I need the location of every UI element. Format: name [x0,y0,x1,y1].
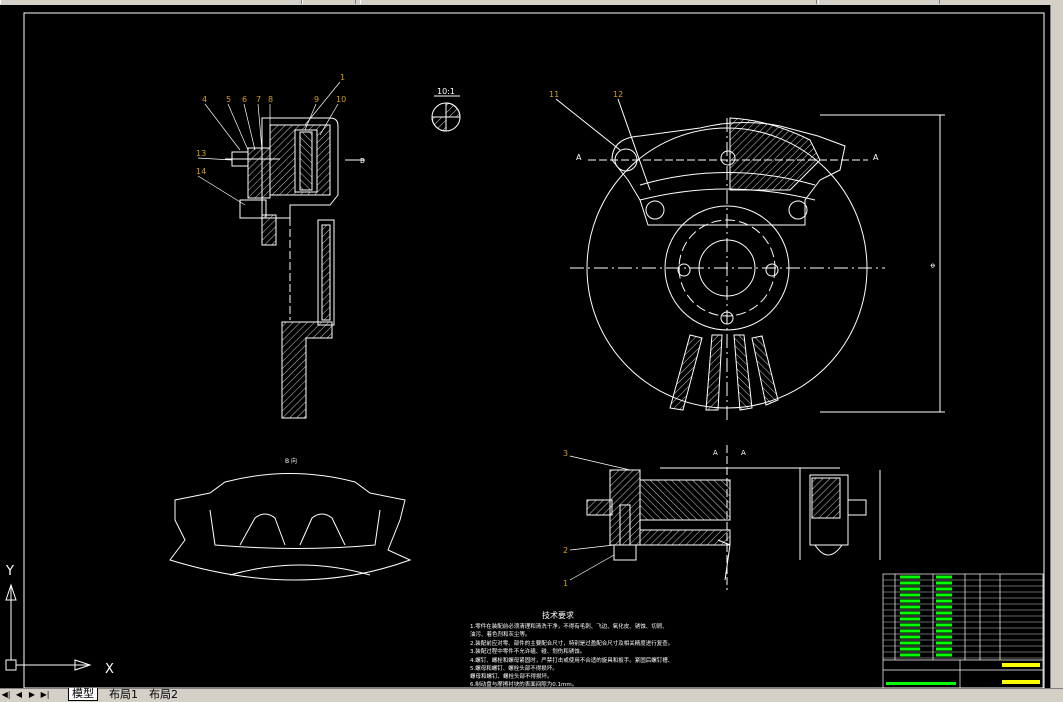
callout-1-bottom: 1 [563,579,568,588]
cad-drawing: B 4 5 6 7 8 9 10 1 13 14 10:1 [5,12,1045,688]
tech-req-title: 技术要求 [542,610,574,620]
parts-row-name [936,635,952,639]
parts-row-code [900,593,920,597]
tech-req-line: 4.螺钉、螺栓和螺母紧固时，严禁打击或使用不合适的旋具和扳手。紧固后螺钉槽、 [470,656,673,664]
vertical-scrollbar[interactable] [1050,5,1063,688]
left-callouts [197,81,341,206]
section-a-markers: A A [576,153,879,162]
callout-1-top: 1 [340,73,345,82]
callout-11: 11 [549,90,559,99]
tech-req-line: 油污、着色剂和灰尘等。 [470,630,531,638]
tech-req-line: 3.装配过程中零件不允许磕、碰、划伤和锈蚀。 [470,647,585,655]
toolbar-segment[interactable] [0,0,302,4]
tech-req-line: 螺母和螺钉、螺栓头部不得损坏。 [470,672,553,680]
parts-row-name [936,575,952,579]
parts-row-name [936,647,952,651]
ucs-x-label: X [105,662,114,677]
parts-row-code [900,653,920,657]
parts-list-rows [883,575,1043,659]
section-a-right: A [873,153,879,162]
right-callout-labels: 11 12 [549,90,623,99]
parts-row-name [936,593,952,597]
tech-req-line: 5.螺母和螺钉、螺栓头部不得损坏。 [470,664,558,672]
parts-row-name [936,581,952,585]
tab-layout-1[interactable]: 布局1 [109,688,138,701]
last-tab-button[interactable]: ▶| [40,690,50,699]
tab-layout-2[interactable]: 布局2 [149,688,178,701]
parts-row-code [900,605,920,609]
dimension-diameter: Φ [930,263,937,268]
callout-12: 12 [613,90,623,99]
parts-row-code [900,623,920,627]
technical-requirements: 技术要求 1.零件在装配前必须清理和清洗干净，不得有毛刺、飞边、氧化皮、锈蚀、切… [470,610,673,688]
parts-row-name [936,641,952,645]
callout-13: 13 [196,149,206,158]
toolbar-segment[interactable] [360,0,817,4]
parts-row-code [900,599,920,603]
detail-scale-circle [431,95,461,132]
title-block-marks [886,663,1040,685]
drawing-border [23,12,1045,688]
bottom-callout-labels: 3 2 1 [563,449,568,588]
parts-row-name [936,605,952,609]
callout-4: 4 [202,95,207,104]
parts-row-name [936,653,952,657]
scale-label: 10:1 [437,87,455,96]
tech-req-line: 1.零件在装配前必须清理和清洗干净，不得有毛刺、飞边、氧化皮、锈蚀、切屑、 [470,622,668,630]
view-b-title: B 向 [285,457,297,465]
parts-row-code [900,587,920,591]
bottom-callouts [569,455,631,581]
toolbar-segment[interactable] [302,0,356,4]
b-view-pad [169,473,412,581]
parts-list-title-block [882,573,1044,688]
ucs-y-label: Y [5,564,14,579]
parts-row-name [936,617,952,621]
section-aa-view: A A [586,445,881,590]
first-tab-button[interactable]: ◀| [1,690,11,699]
parts-row-code [900,641,920,645]
parts-row-code [900,581,920,585]
tab-model[interactable]: 模型 [68,688,98,701]
callout-7: 7 [256,95,261,104]
callout-3: 3 [563,449,568,458]
next-tab-button[interactable]: ▶ [28,690,36,699]
parts-row-code [900,575,920,579]
callout-2: 2 [563,546,568,555]
callout-5: 5 [226,95,231,104]
parts-row-code [900,635,920,639]
toolbar-segment[interactable] [818,0,940,4]
callout-6: 6 [242,95,247,104]
layout-tab-bar: ◀| ◀ ▶ ▶| 模型 布局1 布局2 [0,688,1063,702]
parts-row-code [900,611,920,615]
parts-row-name [936,611,952,615]
callout-14: 14 [196,167,206,176]
drawing-canvas[interactable]: B 4 5 6 7 8 9 10 1 13 14 10:1 [0,5,1050,688]
callout-10: 10 [336,95,346,104]
svg-text:A: A [741,449,746,457]
tech-req-line: 2.装配前应对零、部件的主要配合尺寸，特别是过盈配合尺寸及相关精度进行复查。 [470,639,673,647]
parts-row-code [900,647,920,651]
parts-row-name [936,599,952,603]
left-section-view [225,117,365,419]
parts-row-code [900,617,920,621]
callout-8: 8 [268,95,273,104]
callout-9: 9 [314,95,319,104]
parts-row-name [936,629,952,633]
svg-text:A: A [713,449,718,457]
tech-req-line: 6.制动盘与摩擦衬块的表面间隙为0.1mm。 [470,680,577,688]
parts-row-name [936,587,952,591]
prev-tab-button[interactable]: ◀ [15,690,23,699]
parts-row-name [936,623,952,627]
right-front-view [555,98,945,420]
view-b-arrow-label: B [360,157,365,165]
parts-row-code [900,629,920,633]
section-a-left: A [576,153,582,162]
ucs-icon [5,583,92,671]
left-callout-labels: 4 5 6 7 8 9 10 1 13 14 [196,73,346,176]
